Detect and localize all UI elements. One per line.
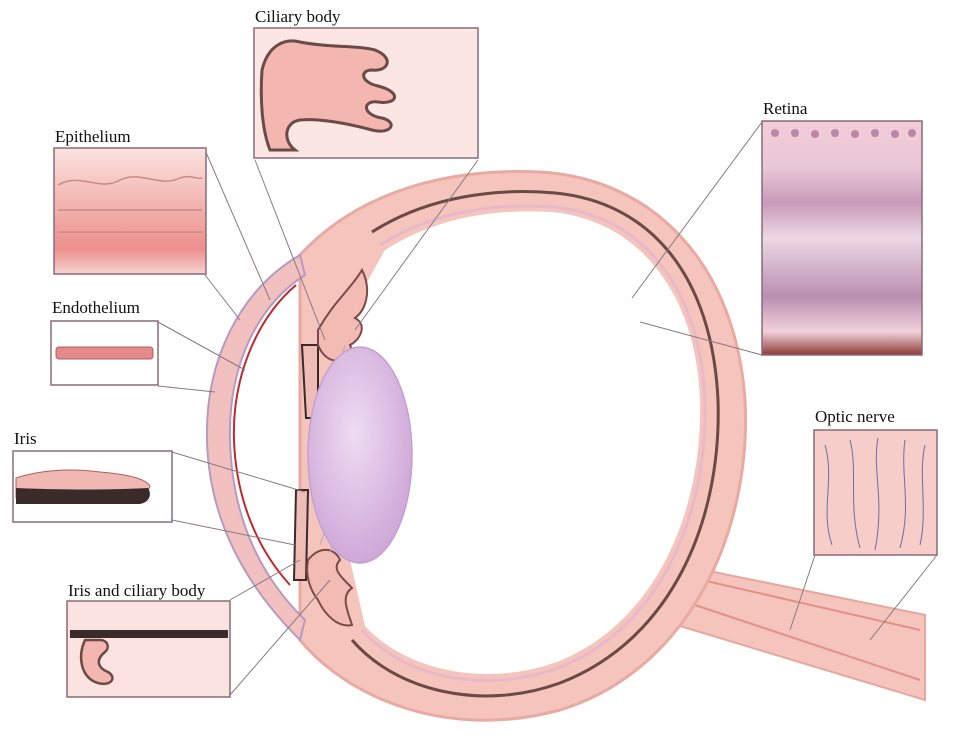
- label-epithelium: Epithelium: [55, 127, 131, 146]
- callout-optic-nerve: Optic nerve: [814, 407, 937, 555]
- callout-endothelium: Endothelium: [51, 298, 158, 385]
- iris-pigment-layer: [16, 488, 150, 504]
- inset-optic-nerve: [814, 430, 937, 555]
- label-optic-nerve: Optic nerve: [815, 407, 895, 426]
- inset-iris-ciliary-pigment: [70, 630, 228, 638]
- endothelium-band: [56, 347, 153, 359]
- callout-ciliary-body: Ciliary body: [254, 7, 478, 158]
- label-endothelium: Endothelium: [52, 298, 140, 317]
- label-retina: Retina: [763, 99, 808, 118]
- label-iris: Iris: [14, 429, 37, 448]
- cornea: [207, 255, 305, 640]
- label-ciliary-body: Ciliary body: [255, 7, 341, 26]
- iris-lower: [294, 490, 308, 580]
- inset-epithelium: [54, 148, 206, 274]
- callout-iris: Iris: [13, 429, 172, 522]
- lens: [308, 347, 412, 563]
- callout-retina: Retina: [762, 99, 922, 355]
- inset-retina: [762, 121, 922, 355]
- callout-epithelium: Epithelium: [54, 127, 206, 274]
- label-iris-and-ciliary-body: Iris and ciliary body: [68, 581, 206, 600]
- callout-iris-ciliary: Iris and ciliary body: [67, 581, 230, 697]
